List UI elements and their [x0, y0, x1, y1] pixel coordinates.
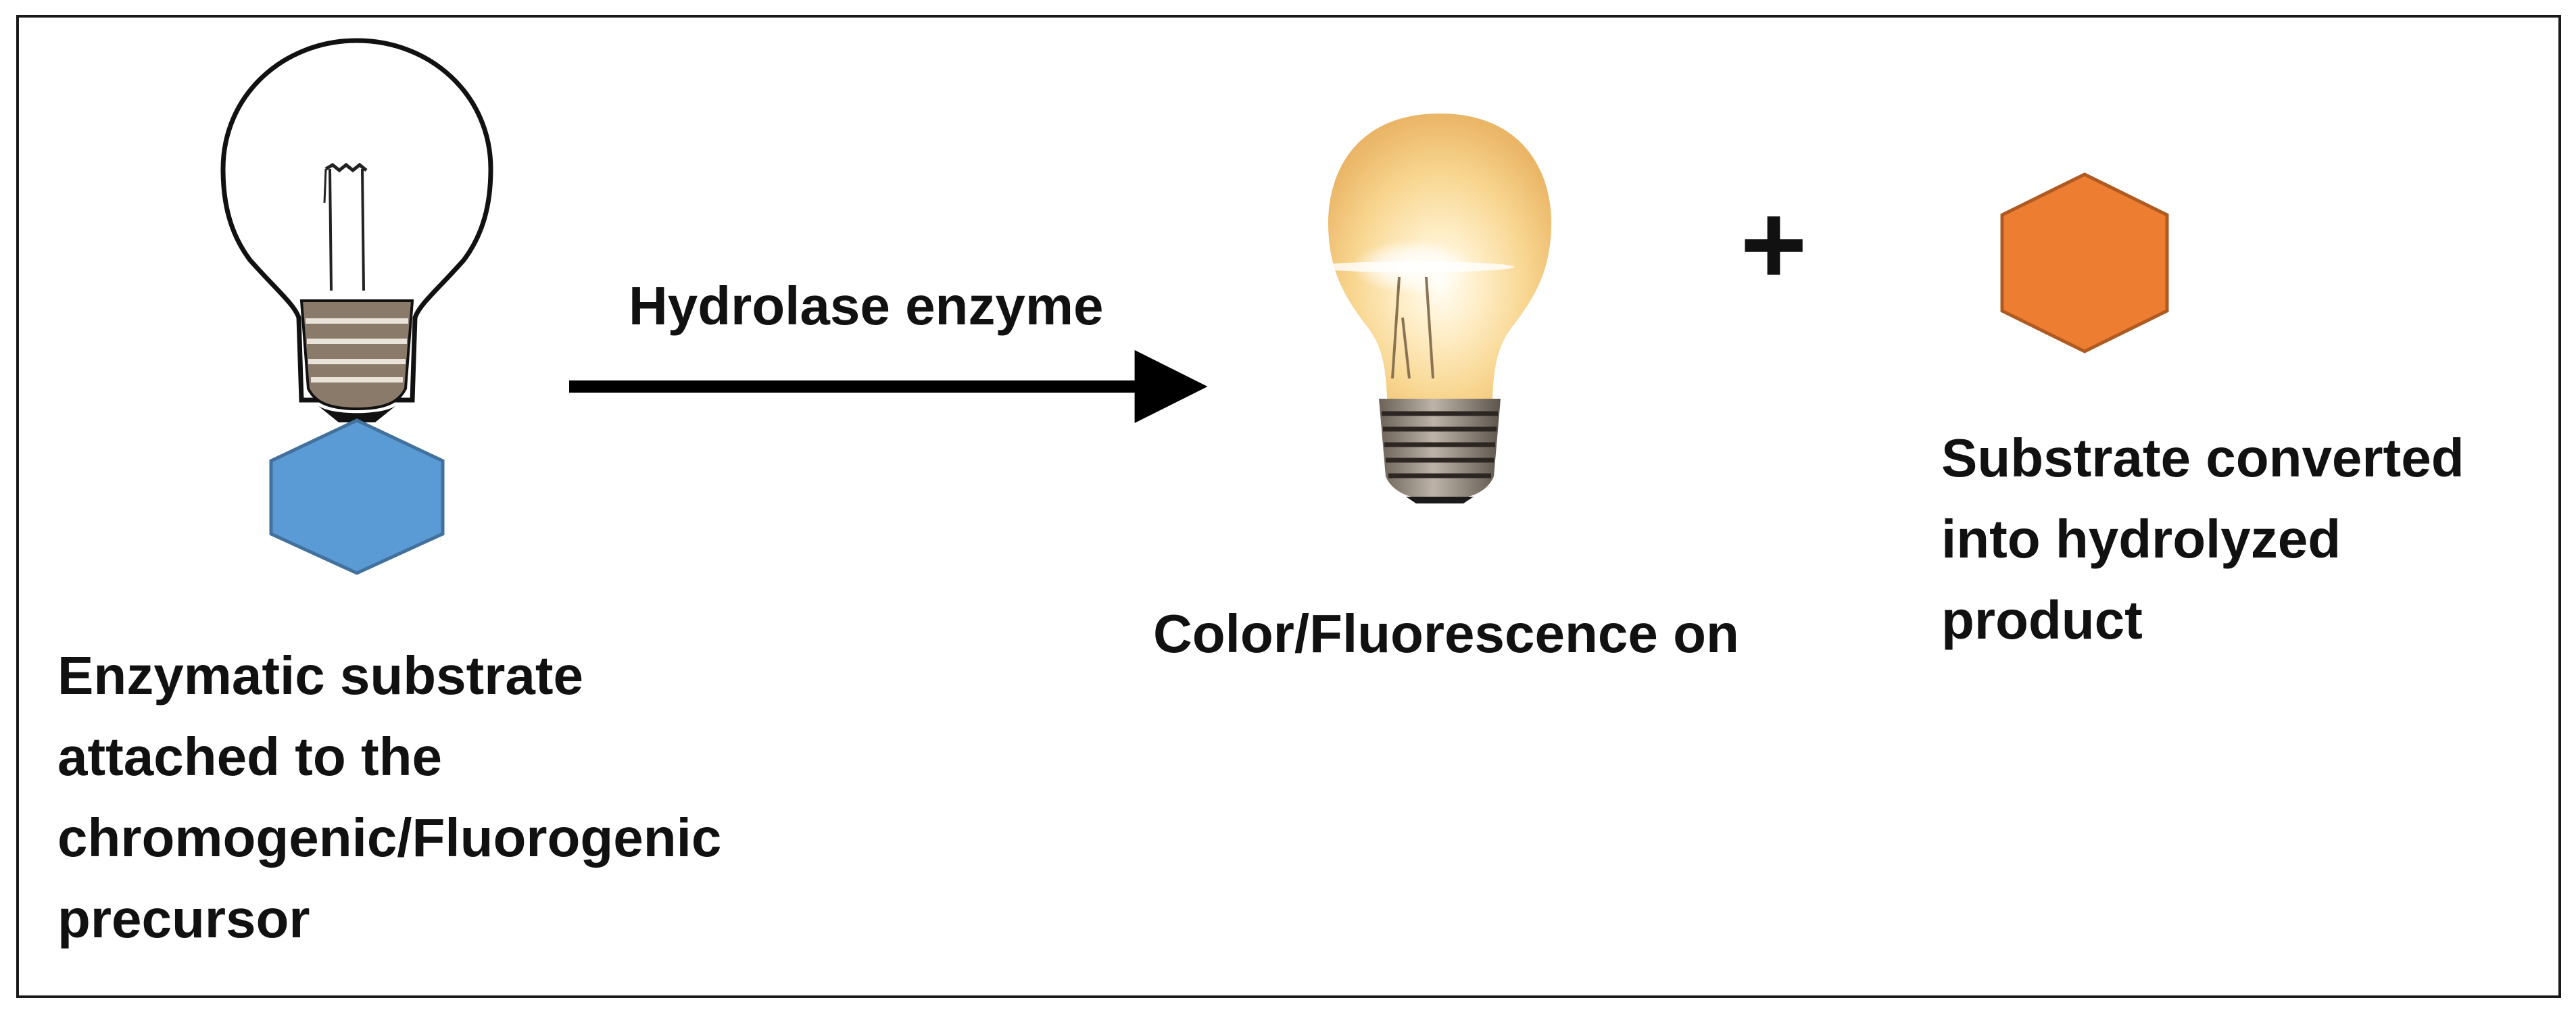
enzyme-label: Hydrolase enzyme: [629, 276, 1104, 336]
fluorescence-label: Color/Fluorescence on: [1153, 603, 1739, 664]
light-bulb-on-icon: [1311, 114, 1551, 503]
light-bulb-off-icon: [220, 38, 493, 422]
product-label: Substrate converted into hydrolyzed prod…: [1941, 428, 2464, 650]
substrate-hexagon-icon: [269, 418, 445, 575]
substrate-label: Enzymatic substrate attached to the chro…: [57, 645, 722, 949]
product-hexagon-icon: [2000, 172, 2169, 353]
plus-symbol: +: [1740, 180, 1807, 309]
